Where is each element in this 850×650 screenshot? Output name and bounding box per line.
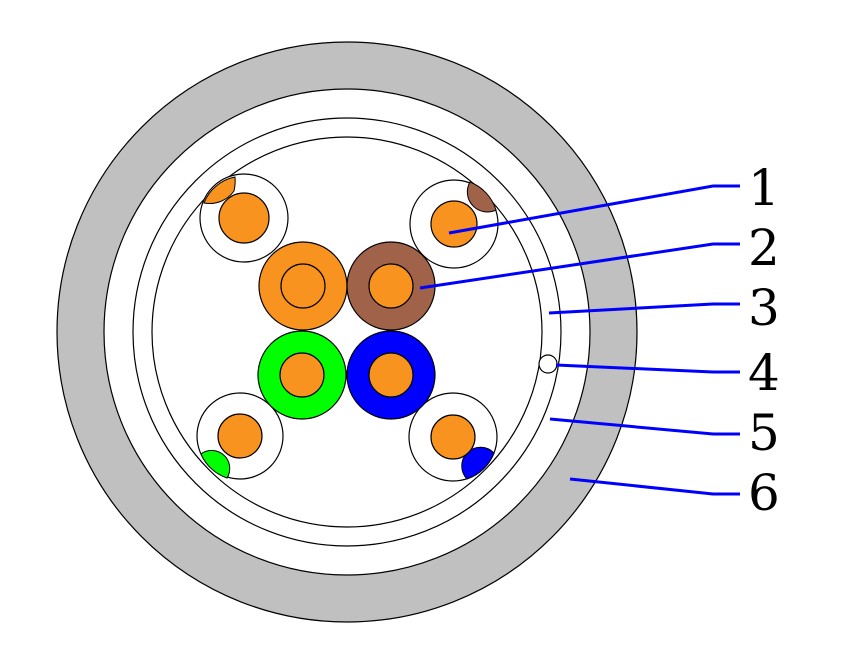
leader-line-6 xyxy=(569,477,740,496)
core-orange xyxy=(280,263,326,309)
shield-ring-inner xyxy=(151,136,543,528)
shield-ring-outer xyxy=(132,117,562,547)
sub-pair-bottom-right xyxy=(408,392,498,482)
sub-core-top-right xyxy=(430,200,478,248)
leader-line-1 xyxy=(448,184,740,235)
sub-pair-bottom-left xyxy=(196,392,284,480)
callout-label-1: 1 xyxy=(748,159,780,217)
leader-line-3 xyxy=(548,302,740,315)
sub-core-bottom-left xyxy=(217,413,263,459)
sub-pair-top-left xyxy=(199,173,289,263)
sub-core-bottom-right xyxy=(430,414,476,460)
core-green xyxy=(279,352,325,398)
pair-brown xyxy=(346,241,436,331)
leader-line-4 xyxy=(555,363,740,374)
sub-core-top-left xyxy=(218,192,270,244)
callout-label-4: 4 xyxy=(748,344,780,402)
core-brown xyxy=(368,263,414,309)
callout-label-6: 6 xyxy=(748,464,780,522)
core-blue xyxy=(368,352,414,398)
callout-label-3: 3 xyxy=(748,279,780,337)
drain-wire xyxy=(538,354,558,374)
pair-blue xyxy=(346,330,436,420)
callout-label-2: 2 xyxy=(748,219,780,277)
sub-pair-top-right xyxy=(409,179,499,269)
leader-line-2 xyxy=(419,242,740,290)
inner-sheath xyxy=(103,88,591,576)
callout-label-5: 5 xyxy=(748,404,780,462)
leader-line-5 xyxy=(549,417,740,436)
pair-orange xyxy=(258,241,348,331)
pair-green xyxy=(257,330,347,420)
